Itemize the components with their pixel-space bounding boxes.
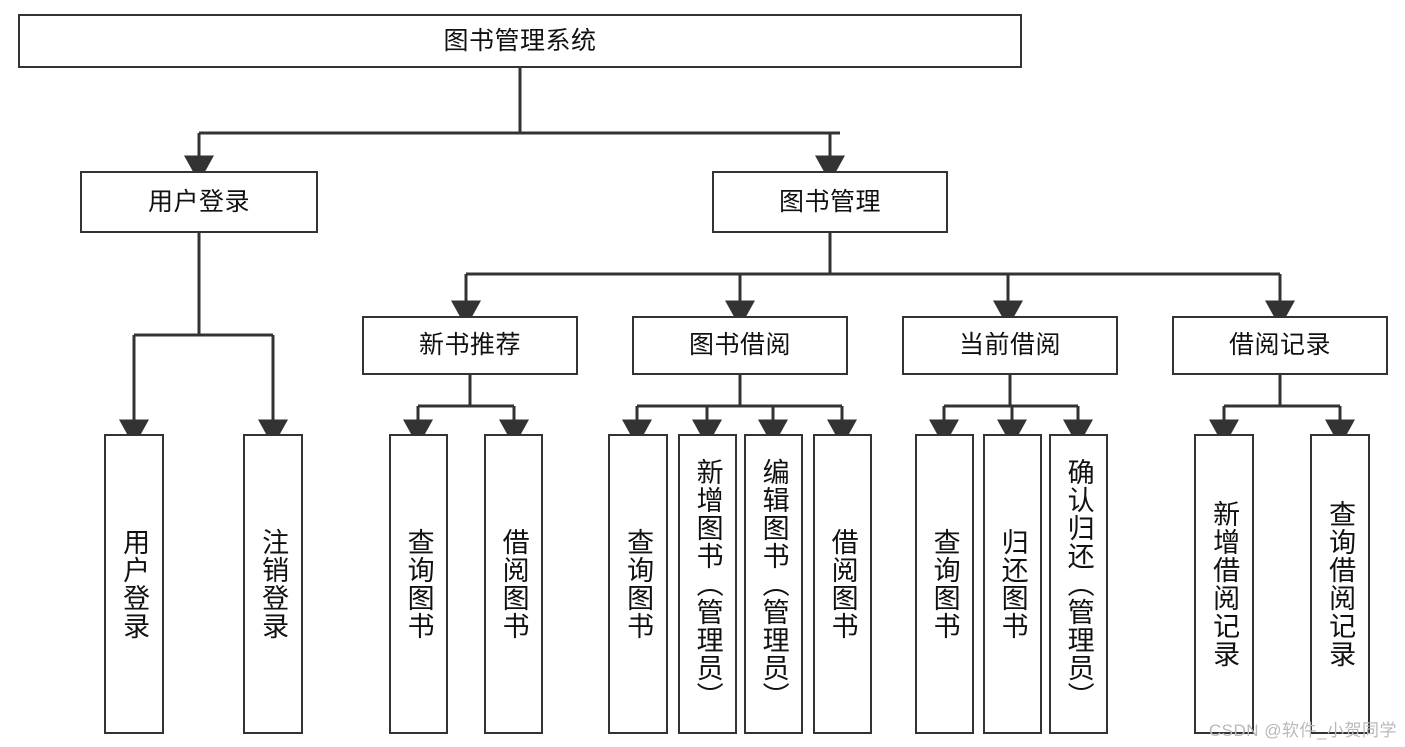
node-leaf-add-book[interactable]: 新增图书（管理员） <box>678 434 737 734</box>
node-borrow-record[interactable]: 借阅记录 <box>1172 316 1388 375</box>
node-leaf-borrow-book-2-label: 借阅图书 <box>827 528 858 640</box>
node-book-manage[interactable]: 图书管理 <box>712 171 948 233</box>
node-leaf-query-record[interactable]: 查询借阅记录 <box>1310 434 1370 734</box>
node-leaf-return-book-label: 归还图书 <box>997 528 1028 640</box>
node-leaf-logout[interactable]: 注销登录 <box>243 434 303 734</box>
node-leaf-add-book-label: 新增图书（管理员） <box>692 458 723 710</box>
node-leaf-add-record[interactable]: 新增借阅记录 <box>1194 434 1254 734</box>
node-leaf-add-record-label: 新增借阅记录 <box>1209 500 1240 668</box>
node-leaf-return-book[interactable]: 归还图书 <box>983 434 1042 734</box>
node-leaf-query-book-1[interactable]: 查询图书 <box>389 434 448 734</box>
node-leaf-edit-book[interactable]: 编辑图书（管理员） <box>744 434 803 734</box>
node-leaf-query-book-3-label: 查询图书 <box>929 528 960 640</box>
node-current-borrow-label: 当前借阅 <box>958 331 1061 360</box>
node-root-label: 图书管理系统 <box>443 26 597 55</box>
node-leaf-borrow-book-2[interactable]: 借阅图书 <box>813 434 872 734</box>
node-user-login-label: 用户登录 <box>147 187 250 216</box>
node-leaf-query-record-label: 查询借阅记录 <box>1325 500 1356 668</box>
node-leaf-confirm-return-label: 确认归还（管理员） <box>1063 458 1094 710</box>
node-leaf-query-book-2[interactable]: 查询图书 <box>608 434 668 734</box>
node-current-borrow[interactable]: 当前借阅 <box>902 316 1118 375</box>
node-leaf-user-login-label: 用户登录 <box>119 528 150 640</box>
watermark: CSDN @软件_小贺同学 <box>1208 721 1397 740</box>
node-book-borrow[interactable]: 图书借阅 <box>632 316 848 375</box>
node-book-borrow-label: 图书借阅 <box>688 331 791 360</box>
node-leaf-user-login[interactable]: 用户登录 <box>104 434 164 734</box>
node-leaf-borrow-book-1-label: 借阅图书 <box>498 528 529 640</box>
node-leaf-borrow-book-1[interactable]: 借阅图书 <box>484 434 543 734</box>
node-leaf-edit-book-label: 编辑图书（管理员） <box>758 458 789 710</box>
node-new-book-rec-label: 新书推荐 <box>418 331 521 360</box>
node-leaf-query-book-3[interactable]: 查询图书 <box>915 434 974 734</box>
node-leaf-logout-label: 注销登录 <box>258 528 289 640</box>
node-borrow-record-label: 借阅记录 <box>1228 331 1331 360</box>
node-leaf-query-book-2-label: 查询图书 <box>623 528 654 640</box>
node-book-manage-label: 图书管理 <box>778 187 881 216</box>
node-leaf-confirm-return[interactable]: 确认归还（管理员） <box>1049 434 1108 734</box>
node-user-login[interactable]: 用户登录 <box>80 171 318 233</box>
node-leaf-query-book-1-label: 查询图书 <box>403 528 434 640</box>
node-root[interactable]: 图书管理系统 <box>18 14 1022 68</box>
node-new-book-rec[interactable]: 新书推荐 <box>362 316 578 375</box>
